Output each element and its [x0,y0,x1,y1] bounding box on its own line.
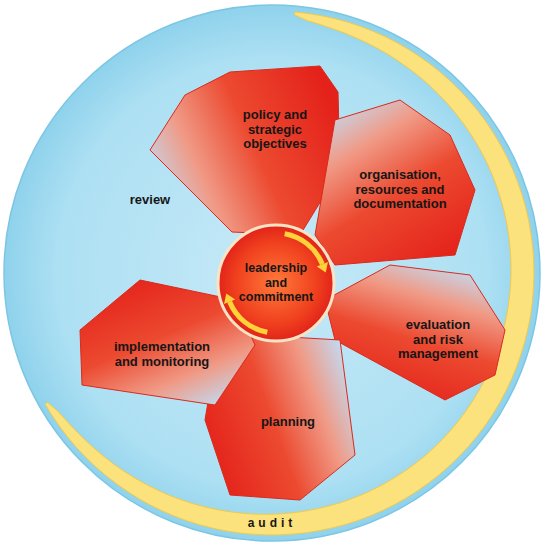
audit-arc [45,12,534,535]
centre-disc [218,225,334,341]
rotation-arrow [285,234,323,265]
text-holder: evaluation and risk management [393,318,483,363]
text-holder: review [115,193,185,208]
stage-label: review [115,193,185,208]
node-label: leadership and commitment [234,261,318,304]
node-label: policy and strategic objectives [229,108,321,153]
node-label: organisation, resources and documentatio… [343,168,457,213]
text-holder: leadership and commitment [234,261,318,304]
organisation-petal: organisation, resources and documentatio… [315,100,475,265]
evaluation-petal: evaluation and risk management [325,265,505,400]
outer-disk [4,5,540,541]
leadership-circle: leadership and commitment [215,222,337,344]
node-label: implementation and monitoring [101,340,223,370]
text-holder: implementation and monitoring [101,340,223,370]
organisation-petal-outline [315,100,475,265]
text-holder: audit [232,517,312,531]
band-label: audit [232,517,312,531]
node-label: planning [243,415,333,430]
evaluation-petal-outline [325,265,505,400]
policy-petal-outline [150,66,340,235]
policy-petal: policy and strategic objectives [150,66,340,235]
text-holder: organisation, resources and documentatio… [343,168,457,213]
text-holder: policy and strategic objectives [229,108,321,153]
rotation-arrow [230,302,268,333]
arrow-head [224,293,235,304]
implementation-petal-outline [80,280,255,405]
text-holder: planning [243,415,333,430]
node-label: evaluation and risk management [393,318,483,363]
arrow-head [317,262,328,273]
